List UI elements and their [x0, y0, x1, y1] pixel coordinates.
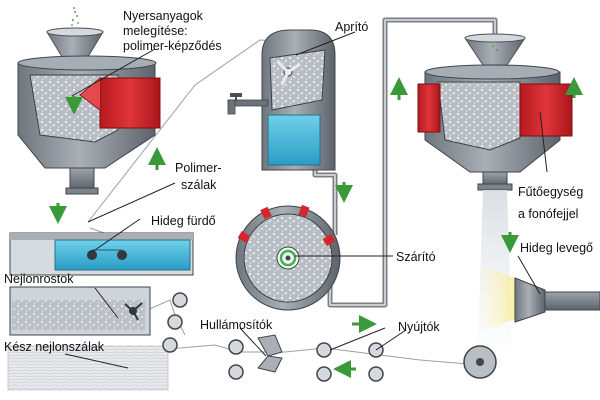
label-crimpers: Hullámosítók — [200, 318, 273, 332]
label-dryer: Szárító — [396, 250, 436, 264]
shredder-tower — [227, 29, 336, 171]
water-tap-icon — [227, 93, 269, 115]
label-shredder: Aprító — [335, 20, 368, 34]
label-heater-line-1: Fűtőegység — [518, 185, 583, 199]
nylon-fiber-bin — [9, 286, 151, 336]
label-cold-air: Hideg levegő — [520, 241, 593, 255]
cold-air-blower — [480, 265, 600, 330]
labels: Nyersanyagok melegítése: polimer-képződé… — [4, 9, 593, 354]
label-heater-line-2: a fonófejjel — [518, 207, 578, 221]
label-stretchers: Nyújtók — [398, 320, 440, 334]
shredder-blade-icon — [276, 60, 301, 86]
label-melting-line-2: melegítése: — [123, 24, 188, 38]
flow-arrows — [49, 77, 583, 378]
cutter-blade-icon — [124, 302, 143, 321]
melting-hopper — [17, 7, 161, 195]
bath-roller — [117, 250, 127, 260]
label-polymer-fibers-line-1: Polimer- — [175, 161, 222, 175]
leader-lines — [64, 31, 548, 369]
label-finished-threads: Kész nejlonszálak — [4, 340, 105, 354]
crimper-rollers — [162, 292, 283, 380]
label-melting-line-1: Nyersanyagok — [123, 9, 204, 23]
label-melting-line-3: polimer-képződés — [123, 39, 222, 53]
spinneret-hopper — [417, 33, 573, 345]
label-nylon-fibers: Nejlonrostok — [4, 272, 74, 286]
label-polymer-fibers-line-2: szálak — [181, 178, 217, 192]
finished-threads-bundle — [7, 345, 169, 391]
dryer-drum — [235, 204, 341, 311]
stretcher-rollers — [316, 342, 497, 382]
bath-roller — [87, 250, 97, 260]
cold-bath-tank — [9, 232, 194, 276]
label-cold-bath: Hideg fürdő — [151, 214, 216, 228]
